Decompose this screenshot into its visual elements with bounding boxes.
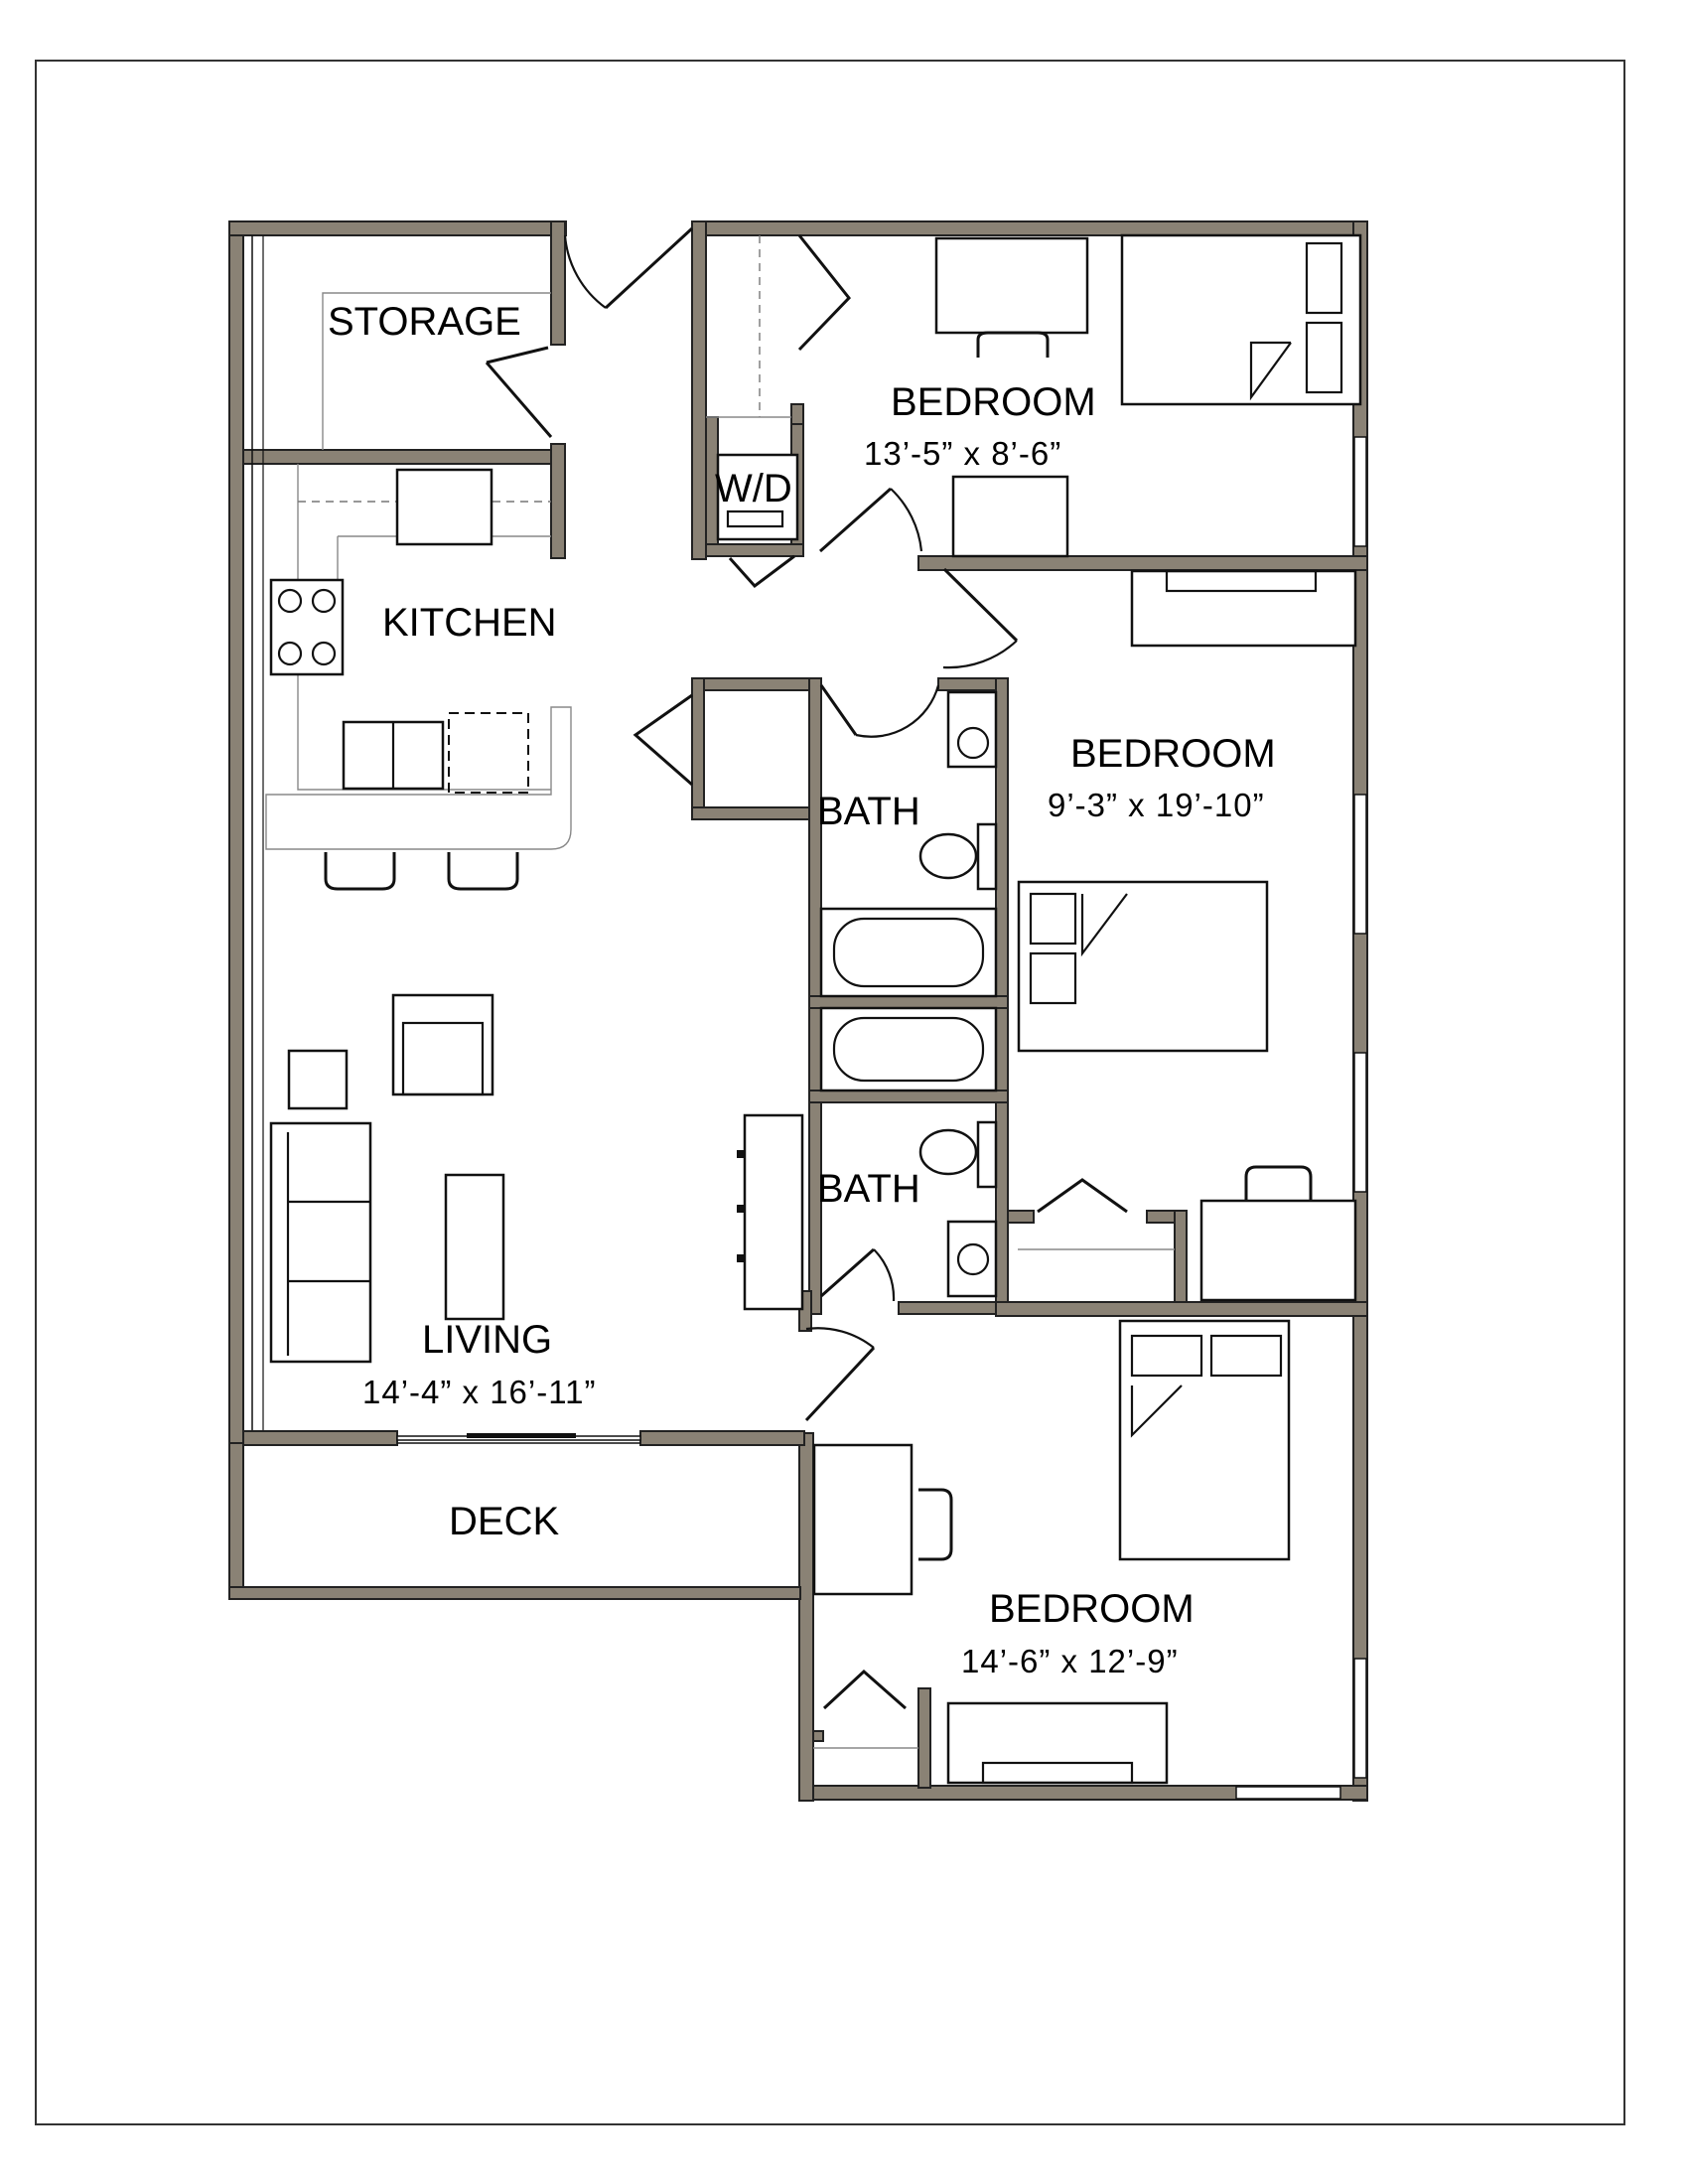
bedroom2-label: BEDROOM: [1070, 732, 1276, 776]
page-border: [35, 60, 1625, 2125]
wd-label: W/D: [715, 467, 792, 510]
doors: [396, 226, 1128, 1710]
bedroom1-dims: 13’-5” x 8’-6”: [864, 435, 1061, 472]
deck-label: DECK: [449, 1500, 559, 1543]
bedroom1-label: BEDROOM: [891, 380, 1096, 424]
windows: [251, 235, 1367, 1800]
fixtures: [265, 233, 1362, 1785]
living-label: LIVING: [422, 1318, 552, 1362]
room-labels: STORAGE KITCHEN W/D BEDROOM 13’-5” x 8’-…: [328, 300, 1276, 1679]
storage-label: STORAGE: [328, 300, 521, 344]
bedroom2-dims: 9’-3” x 19’-10”: [1048, 787, 1265, 823]
living-dims: 14’-4” x 16’-11”: [362, 1374, 596, 1410]
bath2-label: BATH: [817, 1167, 920, 1211]
kitchen-label: KITCHEN: [382, 601, 557, 645]
bedroom3-dims: 14’-6” x 12’-9”: [961, 1643, 1179, 1679]
bath1-label: BATH: [817, 790, 920, 833]
walls: [228, 220, 1368, 1802]
bedroom3-label: BEDROOM: [989, 1587, 1195, 1631]
